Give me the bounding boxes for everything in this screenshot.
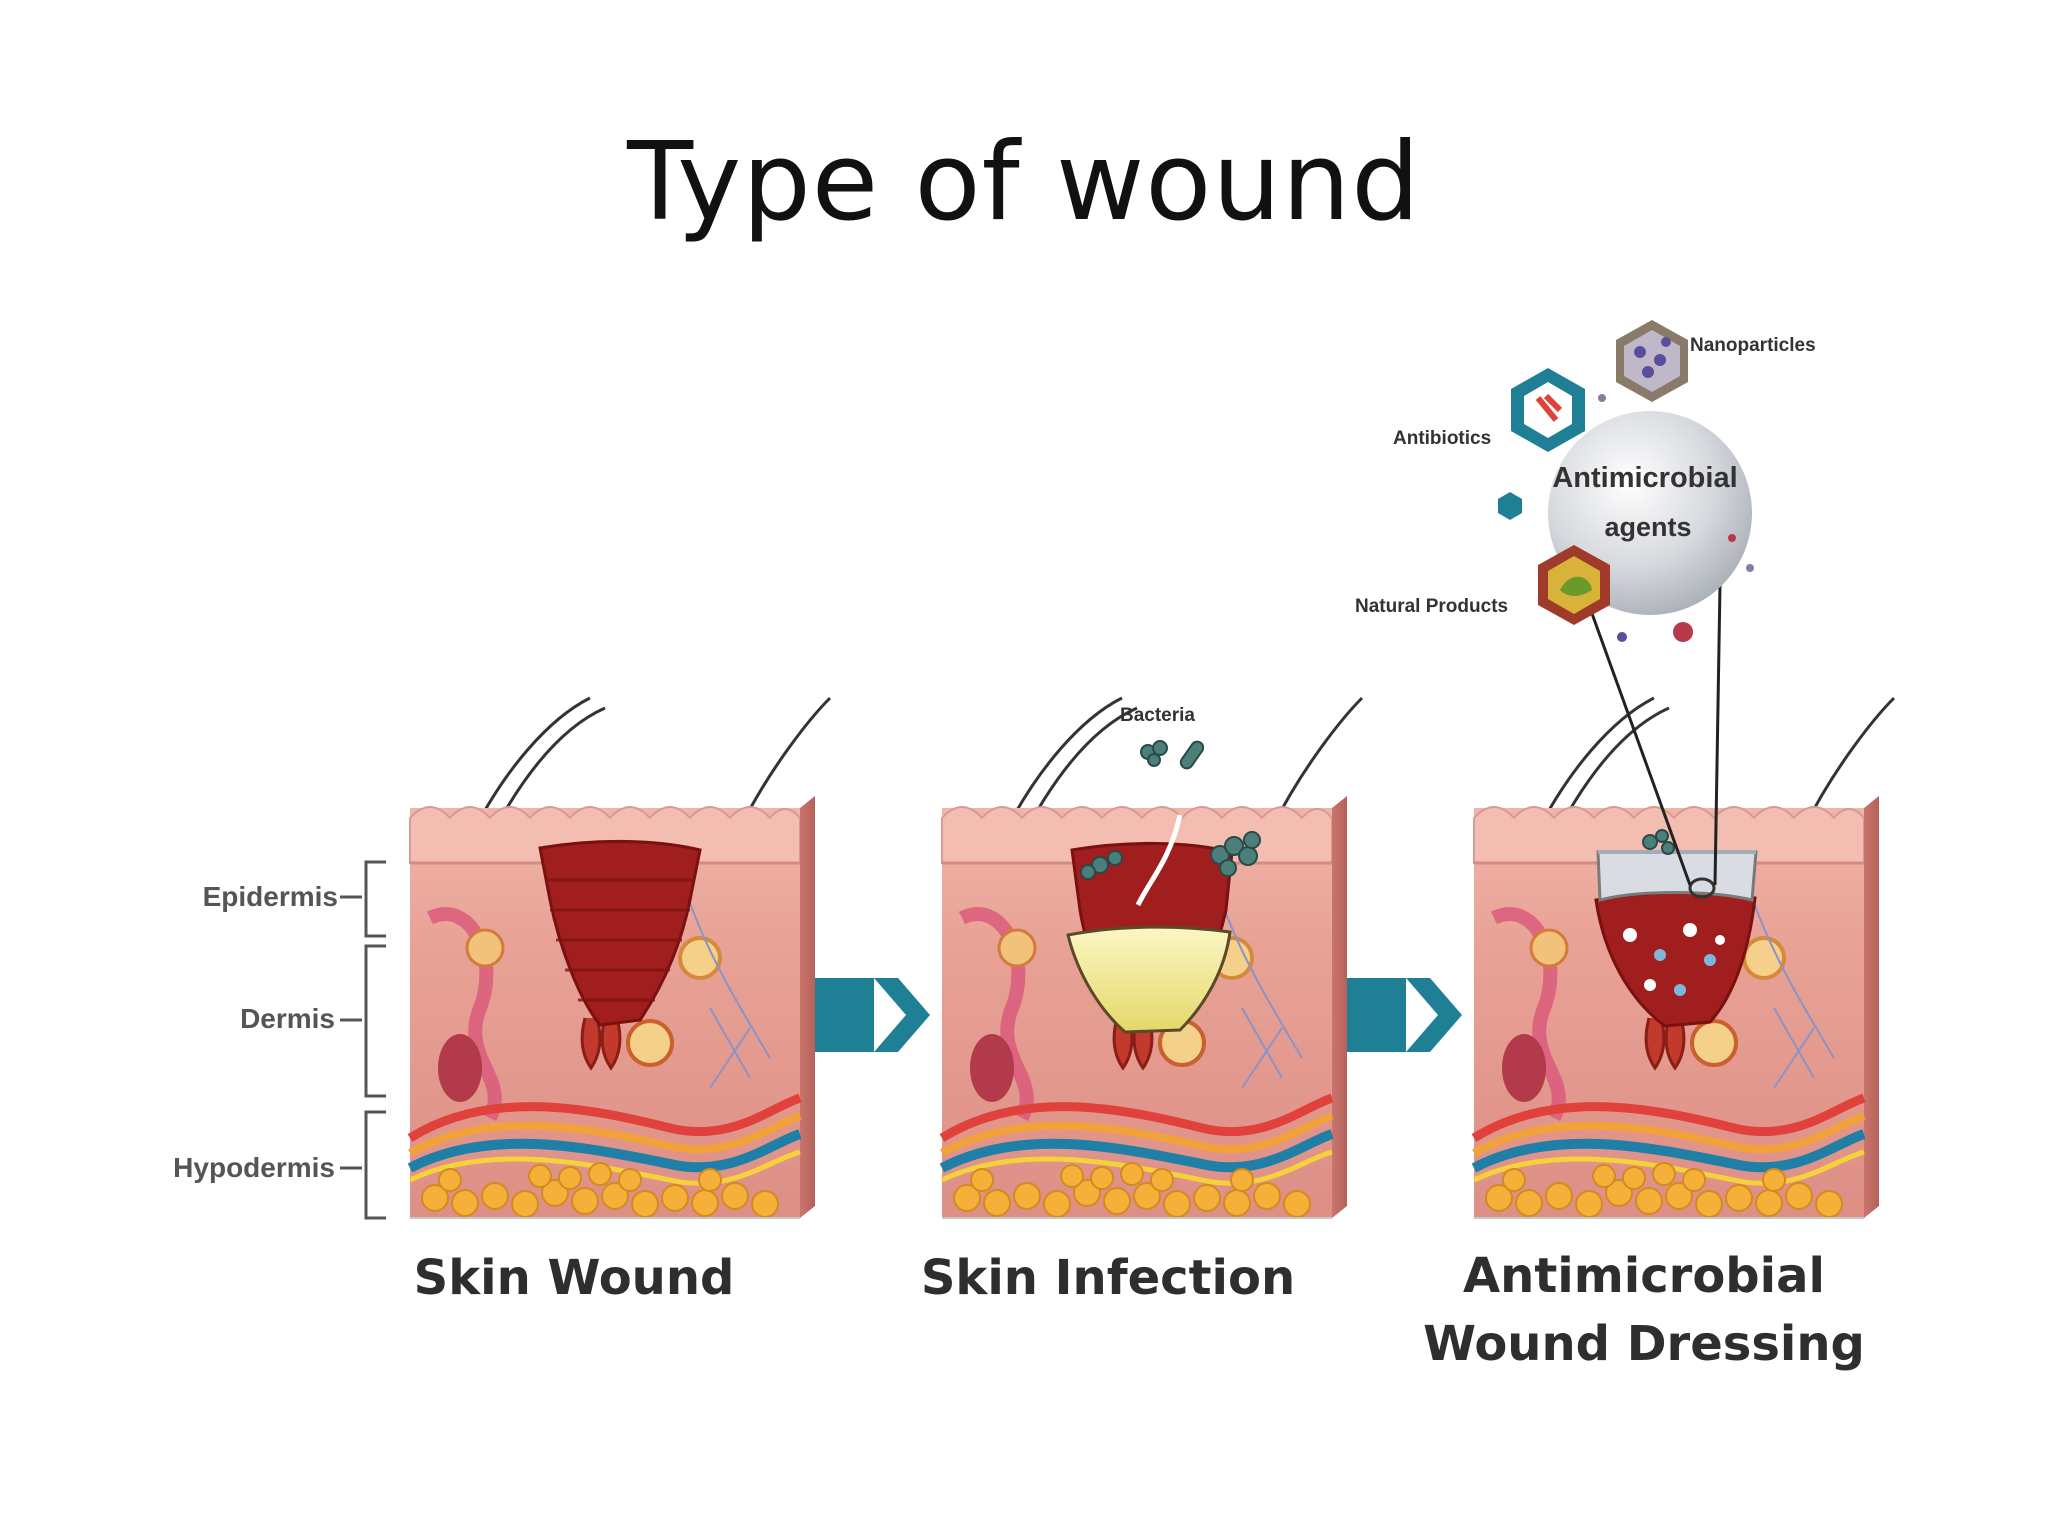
panel-skin-infection: Bacteria Skin Infection (921, 698, 1362, 1306)
panel-skin-wound: Skin Wound (410, 698, 830, 1306)
bacteria-cluster (1080, 831, 1261, 880)
bacteria-label: Bacteria (1120, 705, 1195, 726)
antimicrobial-agents-callout: Antimicrobial agents Nanoparticles Antib… (1355, 320, 1816, 886)
open-wound (538, 839, 702, 1027)
hypodermis-label: Hypodermis (173, 1152, 335, 1183)
pus (1066, 925, 1232, 1034)
agent-particles (1623, 923, 1725, 996)
natural-products-hexagon (1538, 545, 1610, 625)
antibiotics-hexagon (1511, 368, 1585, 452)
dermis-label: Dermis (240, 1003, 335, 1034)
agents-line2: agents (1604, 512, 1691, 542)
slide-title: Type of wound (627, 120, 1421, 245)
nanoparticles-label: Nanoparticles (1690, 335, 1816, 356)
caption-skin-infection: Skin Infection (921, 1250, 1295, 1306)
panel-dressing: Antimicrobial Wound Dressing (1423, 698, 1894, 1372)
caption-dressing-line1: Antimicrobial (1463, 1248, 1825, 1304)
caption-skin-wound: Skin Wound (414, 1250, 735, 1306)
arrow-2 (1338, 978, 1462, 1052)
agent-dots (1498, 394, 1754, 642)
layer-labels: Epidermis Dermis Hypodermis (173, 860, 386, 1220)
agents-line1: Antimicrobial (1552, 462, 1737, 494)
antibiotics-label: Antibiotics (1393, 428, 1491, 449)
arrow-1 (806, 978, 930, 1052)
caption-dressing-line2: Wound Dressing (1423, 1316, 1865, 1372)
epidermis-label: Epidermis (203, 881, 338, 912)
nanoparticles-hexagon (1616, 320, 1688, 402)
bacteria-icon (1140, 740, 1205, 770)
natural-products-label: Natural Products (1355, 596, 1508, 617)
dressing (1596, 850, 1758, 902)
layer-brackets (340, 860, 386, 1220)
